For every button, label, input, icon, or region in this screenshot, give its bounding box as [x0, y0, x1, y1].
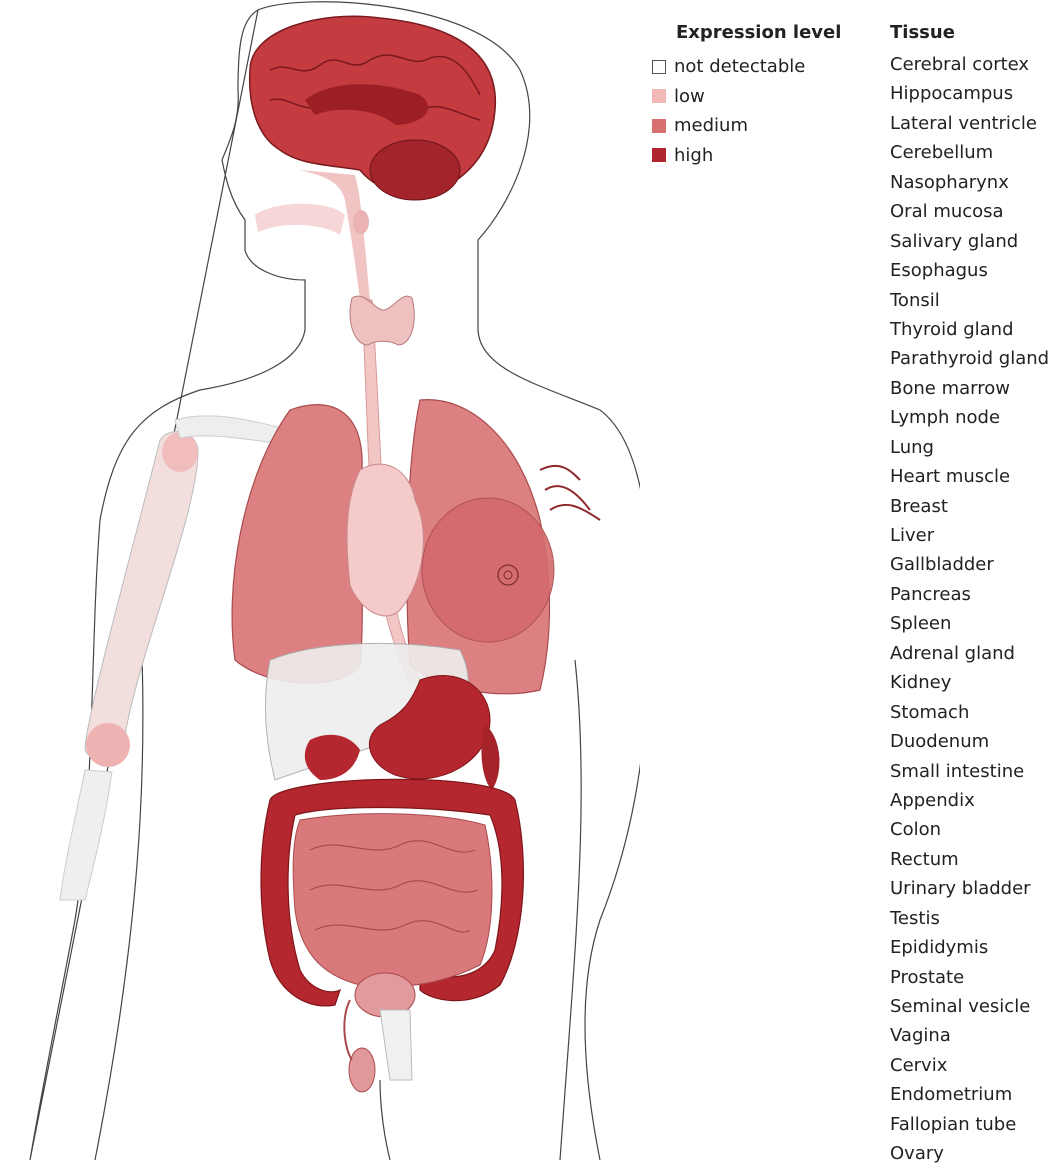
rectum	[380, 1010, 412, 1080]
tissue-item[interactable]: Lateral ventricle	[890, 109, 1055, 138]
tissue-item[interactable]: Colon	[890, 815, 1055, 844]
legend-label: high	[674, 145, 713, 166]
tissue-item[interactable]: Pancreas	[890, 580, 1055, 609]
epididymis	[344, 1000, 352, 1060]
tissue-item[interactable]: Hippocampus	[890, 79, 1055, 108]
tissue-item[interactable]: Vagina	[890, 1021, 1055, 1050]
tissue-item[interactable]: Stomach	[890, 698, 1055, 727]
tissue-item[interactable]: Duodenum	[890, 727, 1055, 756]
small-intestine	[293, 814, 492, 987]
tissue-item[interactable]: Liver	[890, 521, 1055, 550]
tissue-item[interactable]: Parathyroid gland	[890, 344, 1055, 373]
upper-leg-line	[380, 1080, 390, 1160]
legend-item: medium	[652, 111, 852, 141]
legend-title: Expression level	[676, 20, 852, 46]
tissue-item[interactable]: Seminal vesicle	[890, 992, 1055, 1021]
tissue-item[interactable]: Esophagus	[890, 256, 1055, 285]
tissue-item[interactable]: Rectum	[890, 845, 1055, 874]
legend-swatch-low	[652, 89, 666, 103]
tissue-item[interactable]: Kidney	[890, 668, 1055, 697]
tissue-item[interactable]: Salivary gland	[890, 227, 1055, 256]
tissue-item[interactable]: Cerebral cortex	[890, 50, 1055, 79]
tissue-item[interactable]: Appendix	[890, 786, 1055, 815]
legend-swatch-not-detectable	[652, 60, 666, 74]
body-side-right	[560, 660, 581, 1160]
tissue-item[interactable]: Small intestine	[890, 757, 1055, 786]
tissue-item[interactable]: Endometrium	[890, 1080, 1055, 1109]
tissue-item[interactable]: Prostate	[890, 963, 1055, 992]
arm-bone	[85, 432, 198, 761]
legend-item: low	[652, 82, 852, 112]
tissue-item[interactable]: Gallbladder	[890, 550, 1055, 579]
duodenum	[305, 735, 360, 780]
tissue-item[interactable]: Thyroid gland	[890, 315, 1055, 344]
bone-marrow-lower	[86, 723, 130, 767]
tissue-title: Tissue	[890, 20, 1055, 46]
legend-swatch-medium	[652, 119, 666, 133]
tissue-item[interactable]: Bone marrow	[890, 374, 1055, 403]
spleen	[481, 725, 499, 790]
lymph-vessels	[540, 466, 600, 520]
forearm-bones	[60, 770, 112, 900]
legend-item: not detectable	[652, 52, 852, 82]
salivary-gland	[353, 210, 369, 234]
tissue-item[interactable]: Breast	[890, 492, 1055, 521]
legend-label: low	[674, 86, 705, 107]
cerebellum	[370, 140, 460, 200]
oral-cavity	[255, 204, 345, 235]
tissue-item[interactable]: Fallopian tube	[890, 1110, 1055, 1139]
tissue-item[interactable]: Heart muscle	[890, 462, 1055, 491]
testis	[349, 1048, 375, 1092]
tissue-item[interactable]: Cerebellum	[890, 138, 1055, 167]
tissue-item[interactable]: Tonsil	[890, 286, 1055, 315]
lung-left	[232, 405, 362, 684]
tissue-item[interactable]: Lung	[890, 433, 1055, 462]
thyroid-gland	[350, 296, 414, 345]
tissue-item[interactable]: Testis	[890, 904, 1055, 933]
anatomy-figure	[0, 0, 640, 1162]
nasopharynx	[300, 170, 370, 300]
tissue-item[interactable]: Oral mucosa	[890, 197, 1055, 226]
legend-swatch-high	[652, 148, 666, 162]
legend-item: high	[652, 141, 852, 171]
tissue-item[interactable]: Nasopharynx	[890, 168, 1055, 197]
tissue-item[interactable]: Spleen	[890, 609, 1055, 638]
tissue-item[interactable]: Lymph node	[890, 403, 1055, 432]
legend-label: not detectable	[674, 56, 805, 77]
tissue-item[interactable]: Epididymis	[890, 933, 1055, 962]
legend-label: medium	[674, 115, 748, 136]
expression-legend: Expression level not detectable low medi…	[652, 20, 852, 170]
tissue-item[interactable]: Urinary bladder	[890, 874, 1055, 903]
breast	[422, 498, 554, 642]
tissue-item[interactable]: Ovary	[890, 1139, 1055, 1168]
tissue-item[interactable]: Adrenal gland	[890, 639, 1055, 668]
tissue-item[interactable]: Cervix	[890, 1051, 1055, 1080]
